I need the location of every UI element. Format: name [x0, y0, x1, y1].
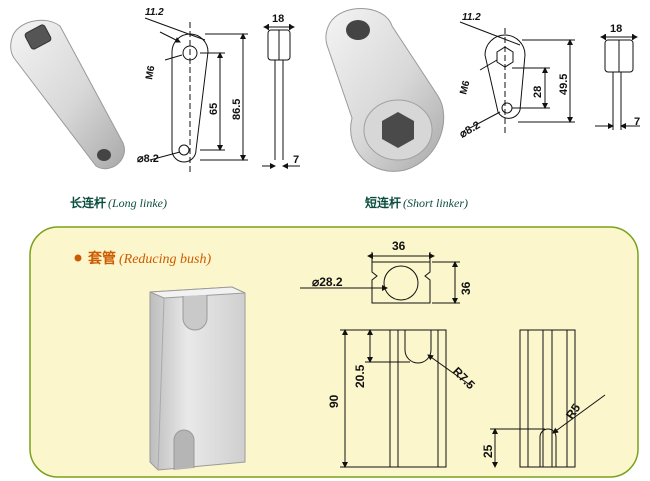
long-linker-caption: 长连杆(Long linke) [70, 195, 167, 210]
long-caption-en: (Long linke) [108, 196, 167, 210]
long-dim-m6: M6 [144, 64, 157, 80]
bush-top-view [300, 252, 460, 304]
long-dim-hole: 8.2 [144, 153, 159, 165]
short-dim-thick: 7 [634, 116, 640, 128]
bush-title-cn: 套管 [88, 250, 116, 267]
short-caption-cn: 短连杆 [365, 195, 401, 210]
bush-dim-total: 90 [327, 394, 341, 408]
bullet-icon [74, 254, 82, 262]
short-caption-en: (Short linker) [403, 196, 468, 210]
bush-dim-bore-label: ⌀28.2 [312, 275, 343, 289]
long-dim-thick: 7 [293, 154, 299, 166]
long-dim-top: 11.2 [145, 7, 164, 18]
bush-dim-height: 36 [459, 281, 473, 295]
short-dim-h1: 28 [532, 86, 544, 98]
long-dim-hole-label: ⌀8.2 [137, 153, 159, 165]
short-linker-caption: 短连杆(Short linker) [365, 195, 468, 210]
bush-side-view [490, 329, 606, 468]
short-dim-width: 18 [610, 23, 622, 35]
short-dim-hole-label: ⌀8.2 [458, 119, 483, 140]
bush-front-view [340, 329, 471, 468]
bush-dim-width: 36 [392, 239, 406, 253]
short-linker-photo [325, 8, 445, 172]
long-dim-h1: 65 [208, 103, 220, 115]
bush-dim-bore: 28.2 [319, 275, 343, 289]
long-caption-cn: 长连杆 [70, 195, 106, 210]
short-dim-m6: M6 [458, 79, 472, 96]
bush-title: 套管(Reducing bush) [88, 250, 211, 267]
bush-photo [149, 286, 246, 471]
long-dim-h2: 86.5 [231, 99, 243, 120]
long-linker-photo [10, 19, 125, 170]
bush-title-en: (Reducing bush) [119, 252, 211, 267]
long-linker-drawing [144, 17, 300, 175]
short-linker-drawing [459, 21, 640, 135]
long-dim-width: 18 [272, 13, 284, 25]
short-dim-top: 11.2 [462, 12, 481, 23]
bush-dim-slot: 20.5 [353, 364, 367, 388]
bush-dim-side-slot: 25 [481, 444, 495, 458]
short-dim-h2: 49.5 [558, 74, 570, 95]
short-dim-hole: 8.2 [463, 119, 482, 137]
